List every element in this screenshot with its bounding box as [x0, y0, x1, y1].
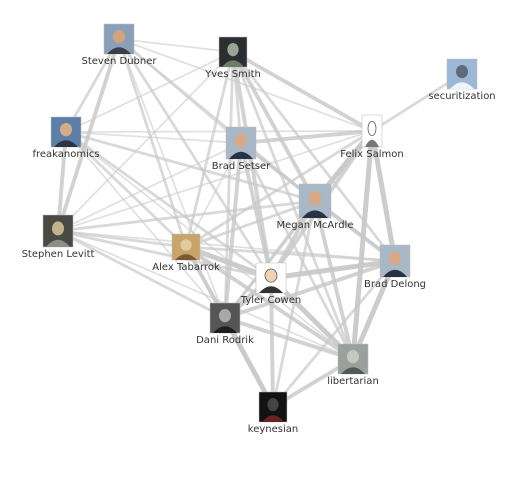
edge-steven_dubner-tyler_cowen	[117, 37, 273, 280]
portrait-photo-icon	[379, 244, 411, 278]
edge-freakanomics-stephen_levitt	[56, 130, 68, 233]
people-photo-icon	[50, 116, 82, 148]
edge-felix_salmon-alex_tabarrok	[184, 129, 374, 249]
statue-photo-icon	[337, 343, 369, 375]
edge-steven_dubner-freakanomics	[64, 37, 121, 134]
node-label: Megan McArdle	[277, 220, 354, 231]
node-label: Yves Smith	[204, 69, 261, 80]
edge-steven_dubner-stephen_levitt	[56, 37, 121, 233]
node-tyler-cowen[interactable]: Tyler Cowen	[240, 262, 301, 306]
edge-yves_smith-brad_delong	[231, 50, 397, 263]
node-stephen-levitt[interactable]: Stephen Levitt	[22, 214, 95, 260]
edge-steven_dubner-yves_smith	[118, 38, 234, 53]
cartoon-portrait-icon	[255, 262, 287, 294]
node-securitization[interactable]: securitization	[428, 58, 496, 102]
edge-yves_smith-libertarian	[231, 50, 355, 361]
edge-yves_smith-felix_salmon	[231, 50, 374, 133]
node-dani-rodrik[interactable]: Dani Rodrik	[196, 302, 254, 346]
edge-felix_salmon-stephen_levitt	[57, 130, 373, 232]
node-yves-smith[interactable]: Yves Smith	[204, 36, 261, 80]
dark-screenshot-thumbnail-icon	[218, 36, 248, 68]
edge-brad_delong-dani_rodrik	[223, 259, 397, 320]
node-label: securitization	[428, 91, 495, 102]
edge-dani_rodrik-libertarian	[223, 316, 355, 361]
edge-megan_mcardle-dani_rodrik	[223, 199, 317, 320]
node-label: freakanomics	[32, 149, 99, 160]
edge-brad_delong-libertarian	[350, 258, 398, 362]
edge-freakanomics-brad_setser	[65, 131, 242, 144]
edge-stephen_levitt-dani_rodrik	[56, 229, 227, 320]
node-label: Stephen Levitt	[22, 249, 95, 260]
edge-freakanomics-felix_salmon	[65, 130, 373, 133]
node-steven-dubner[interactable]: Steven Dubner	[82, 23, 158, 67]
node-label: Felix Salmon	[340, 149, 403, 160]
sketch-portrait-icon	[361, 114, 383, 148]
edge-brad_setser-stephen_levitt	[57, 142, 242, 232]
node-label: Tyler Cowen	[240, 295, 301, 306]
node-libertarian[interactable]: libertarian	[327, 343, 379, 387]
edge-brad_setser-tyler_cowen	[239, 141, 273, 280]
node-freakanomics[interactable]: freakanomics	[32, 116, 100, 160]
node-label: Steven Dubner	[82, 56, 158, 67]
edge-brad_setser-felix_salmon	[239, 129, 374, 145]
edge-stephen_levitt-libertarian	[57, 230, 354, 360]
snowy-mountain-photo-icon	[446, 58, 478, 90]
node-label: Dani Rodrik	[196, 335, 254, 346]
portrait-photo-icon	[225, 126, 257, 160]
portrait-group-photo-icon	[103, 23, 135, 55]
node-brad-delong[interactable]: Brad Delong	[364, 244, 426, 290]
edge-tyler_cowen-keynesian	[269, 276, 275, 409]
edge-steven_dubner-dani_rodrik	[118, 38, 226, 319]
node-alex-tabarrok[interactable]: Alex Tabarrok	[152, 233, 220, 273]
node-label: Brad Setser	[212, 161, 271, 172]
edge-yves_smith-freakanomics	[65, 51, 234, 133]
portrait-photo-icon	[298, 183, 332, 219]
edge-yves_smith-stephen_levitt	[57, 51, 234, 232]
node-label: Brad Delong	[364, 279, 426, 290]
node-megan-mcardle[interactable]: Megan McArdle	[277, 183, 354, 231]
edge-alex_tabarrok-brad_delong	[184, 245, 397, 263]
edge-stephen_levitt-tyler_cowen	[56, 229, 273, 280]
edge-steven_dubner-alex_tabarrok	[117, 37, 188, 249]
node-label: keynesian	[248, 424, 298, 435]
edge-freakanomics-alex_tabarrok	[64, 130, 188, 249]
edge-felix_salmon-brad_delong	[369, 128, 398, 264]
edge-freakanomics-tyler_cowen	[64, 130, 273, 280]
edge-tyler_cowen-brad_delong	[268, 258, 398, 281]
lecture-hall-photo-icon	[42, 214, 74, 248]
edge-freakanomics-dani_rodrik	[65, 131, 226, 319]
edge-brad_setser-alex_tabarrok	[185, 142, 242, 248]
edge-layer	[56, 37, 464, 410]
bw-portrait-photo-icon	[209, 302, 241, 334]
painting-thumbnail-icon	[171, 233, 201, 261]
node-label: Alex Tabarrok	[152, 262, 220, 273]
edge-brad_setser-libertarian	[239, 141, 355, 361]
edge-felix_salmon-libertarian	[350, 128, 375, 362]
node-keynesian[interactable]: keynesian	[248, 391, 298, 435]
node-brad-setser[interactable]: Brad Setser	[212, 126, 271, 172]
edge-brad_delong-keynesian	[271, 259, 397, 409]
edge-freakanomics-libertarian	[65, 131, 354, 360]
node-label: libertarian	[327, 376, 379, 387]
dark-book-thumbnail-icon	[258, 391, 288, 423]
edge-megan_mcardle-alex_tabarrok	[184, 199, 317, 249]
edge-megan_mcardle-stephen_levitt	[56, 199, 317, 233]
node-felix-salmon[interactable]: Felix Salmon	[340, 114, 404, 160]
